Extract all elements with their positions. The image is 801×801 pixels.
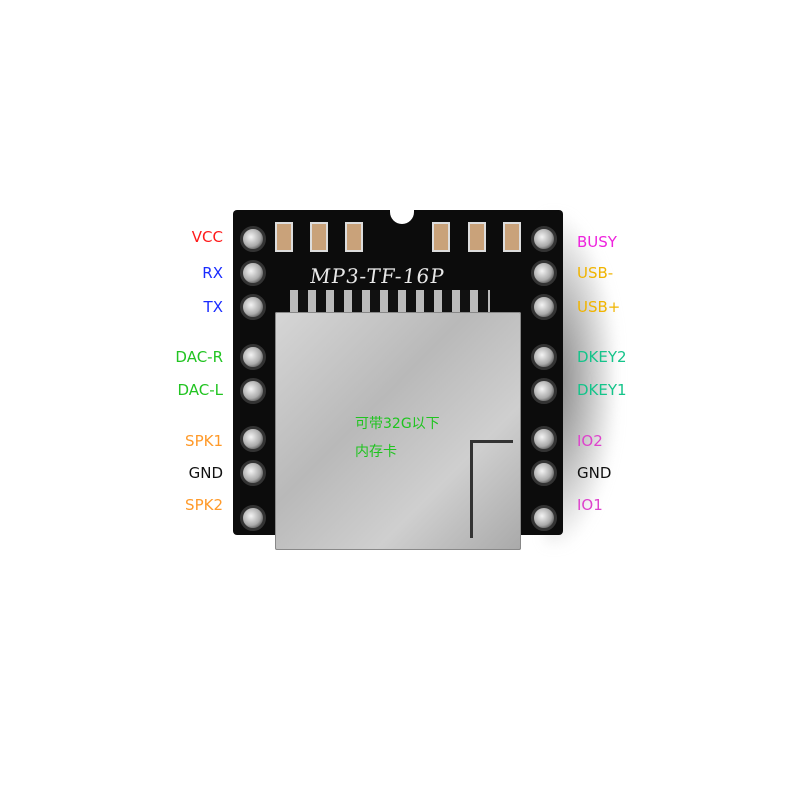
smd-component bbox=[310, 222, 328, 252]
left-header-pin bbox=[240, 505, 266, 531]
right-pin-label: BUSY bbox=[577, 233, 617, 251]
smd-component bbox=[468, 222, 486, 252]
left-pin-label: RX bbox=[202, 264, 223, 282]
right-pin-label: IO1 bbox=[577, 496, 603, 514]
left-header-pin bbox=[240, 378, 266, 404]
left-pin-label: DAC-R bbox=[175, 348, 223, 366]
right-header-pin bbox=[531, 344, 557, 370]
board-silkscreen: MP3-TF-16P bbox=[308, 264, 447, 288]
right-header-pin bbox=[531, 505, 557, 531]
smd-component bbox=[432, 222, 450, 252]
right-pin-label: GND bbox=[577, 464, 612, 482]
card-note-line1: 可带32G以下 bbox=[355, 416, 440, 432]
left-header-pin bbox=[240, 344, 266, 370]
right-header-pin bbox=[531, 294, 557, 320]
left-pin-label: SPK1 bbox=[185, 432, 223, 450]
right-header-pin bbox=[531, 260, 557, 286]
left-header-pin bbox=[240, 294, 266, 320]
tf-card-slot bbox=[275, 312, 521, 550]
right-header-pin bbox=[531, 426, 557, 452]
left-header-pin bbox=[240, 426, 266, 452]
right-header-pin bbox=[531, 226, 557, 252]
left-header-pin bbox=[240, 226, 266, 252]
left-pin-label: DAC-L bbox=[177, 381, 223, 399]
right-pin-label: DKEY1 bbox=[577, 381, 627, 399]
right-header-pin bbox=[531, 378, 557, 404]
card-note-line2: 内存卡 bbox=[355, 444, 397, 460]
slot-latch bbox=[470, 440, 513, 538]
right-header-pin bbox=[531, 460, 557, 486]
smd-component bbox=[503, 222, 521, 252]
left-header-pin bbox=[240, 460, 266, 486]
board-notch bbox=[390, 210, 414, 224]
left-pin-label: VCC bbox=[191, 228, 223, 246]
left-pin-label: GND bbox=[188, 464, 223, 482]
left-header-pin bbox=[240, 260, 266, 286]
right-pin-label: IO2 bbox=[577, 432, 603, 450]
right-pin-label: USB- bbox=[577, 264, 614, 282]
smd-component bbox=[275, 222, 293, 252]
right-pin-label: DKEY2 bbox=[577, 348, 627, 366]
left-pin-label: SPK2 bbox=[185, 496, 223, 514]
card-contacts bbox=[290, 290, 490, 312]
right-pin-label: USB+ bbox=[577, 298, 621, 316]
smd-component bbox=[345, 222, 363, 252]
left-pin-label: TX bbox=[203, 298, 223, 316]
